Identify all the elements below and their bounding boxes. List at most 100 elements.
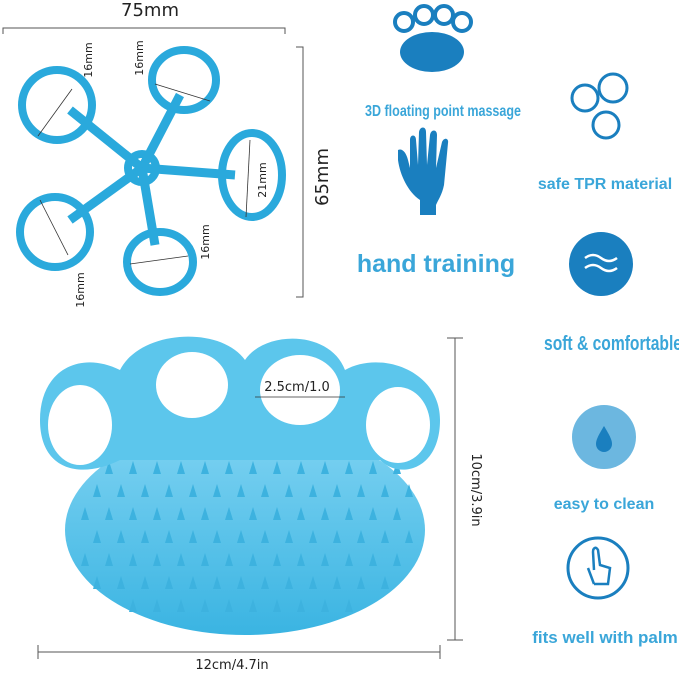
spike bbox=[129, 553, 137, 566]
ring-measure-lines bbox=[37, 83, 251, 265]
spike bbox=[141, 576, 149, 589]
spike bbox=[345, 553, 353, 566]
finger-loops bbox=[40, 336, 440, 470]
spike bbox=[201, 553, 209, 566]
feature-label-hand-training: hand training bbox=[357, 250, 515, 278]
spike bbox=[369, 507, 377, 520]
feature-label-tpr: safe TPR material bbox=[538, 176, 672, 193]
spike bbox=[249, 553, 257, 566]
spike bbox=[261, 530, 269, 543]
spike bbox=[189, 484, 197, 497]
spike bbox=[225, 461, 233, 474]
spike bbox=[141, 484, 149, 497]
spike bbox=[237, 530, 245, 543]
spike bbox=[321, 599, 329, 612]
spike bbox=[177, 553, 185, 566]
stretcher-shape bbox=[16, 46, 286, 296]
spike bbox=[321, 553, 329, 566]
spike bbox=[405, 484, 413, 497]
hand-grip-product: 2.5cm/1.0 10cm/3.9in 12cm/4.7in bbox=[37, 336, 483, 673]
wave-icon bbox=[569, 232, 633, 296]
ring-size-label: 2.5cm/1.0 bbox=[264, 380, 330, 395]
spike bbox=[357, 576, 365, 589]
width-bracket bbox=[2, 27, 286, 34]
spike bbox=[249, 461, 257, 474]
spike bbox=[237, 484, 245, 497]
spike bbox=[93, 530, 101, 543]
ring-label: 16mm bbox=[199, 224, 212, 259]
spike bbox=[141, 530, 149, 543]
spike bbox=[129, 461, 137, 474]
massage-ball-icon bbox=[393, 4, 473, 72]
spike bbox=[261, 576, 269, 589]
height-bracket bbox=[296, 46, 304, 298]
spike bbox=[165, 576, 173, 589]
water-drop-icon bbox=[572, 405, 636, 469]
spike bbox=[129, 599, 137, 612]
spike bbox=[81, 507, 89, 520]
spike bbox=[201, 461, 209, 474]
spike bbox=[297, 461, 305, 474]
feature-label-clean: easy to clean bbox=[554, 496, 655, 513]
spike bbox=[273, 599, 281, 612]
width-bracket bbox=[37, 645, 441, 659]
spike bbox=[213, 484, 221, 497]
height-bracket bbox=[447, 337, 463, 641]
spike bbox=[117, 576, 125, 589]
spike bbox=[93, 484, 101, 497]
ring-label: 16mm bbox=[74, 272, 87, 307]
spike bbox=[285, 530, 293, 543]
spike bbox=[393, 507, 401, 520]
spike bbox=[345, 507, 353, 520]
spike bbox=[261, 484, 269, 497]
spike bbox=[117, 530, 125, 543]
width-label: 75mm bbox=[121, 0, 179, 21]
spike bbox=[201, 599, 209, 612]
spike bbox=[273, 461, 281, 474]
spike bbox=[357, 530, 365, 543]
spike bbox=[321, 461, 329, 474]
spike bbox=[249, 507, 257, 520]
finger-stretcher-diagram: 75mm 65mm bbox=[2, 0, 333, 308]
spike bbox=[333, 484, 341, 497]
spike bbox=[309, 484, 317, 497]
spike bbox=[177, 599, 185, 612]
height-label: 65mm bbox=[312, 148, 333, 206]
width-label: 12cm/4.7in bbox=[195, 658, 268, 673]
spike bbox=[225, 553, 233, 566]
spike bbox=[165, 530, 173, 543]
spike bbox=[273, 553, 281, 566]
spike bbox=[153, 599, 161, 612]
spike bbox=[225, 599, 233, 612]
spike bbox=[381, 530, 389, 543]
spike bbox=[237, 576, 245, 589]
spike bbox=[213, 530, 221, 543]
spike bbox=[117, 484, 125, 497]
spike bbox=[213, 576, 221, 589]
spike bbox=[105, 461, 113, 474]
spike bbox=[105, 553, 113, 566]
spike bbox=[105, 507, 113, 520]
spike bbox=[177, 461, 185, 474]
spike bbox=[369, 553, 377, 566]
spike bbox=[285, 484, 293, 497]
spikes bbox=[81, 461, 413, 612]
spike bbox=[297, 553, 305, 566]
spike bbox=[345, 599, 353, 612]
spike bbox=[381, 576, 389, 589]
height-label: 10cm/3.9in bbox=[468, 453, 483, 526]
spike bbox=[393, 553, 401, 566]
spike bbox=[345, 461, 353, 474]
spike bbox=[225, 507, 233, 520]
spike bbox=[381, 484, 389, 497]
material-circles-icon bbox=[570, 72, 629, 140]
spike bbox=[321, 507, 329, 520]
spike bbox=[297, 507, 305, 520]
spike bbox=[129, 507, 137, 520]
ring-label: 16mm bbox=[133, 40, 146, 75]
spike bbox=[309, 530, 317, 543]
feature-label-massage: 3D floating point massage bbox=[365, 103, 521, 120]
spike bbox=[81, 553, 89, 566]
spike bbox=[369, 461, 377, 474]
